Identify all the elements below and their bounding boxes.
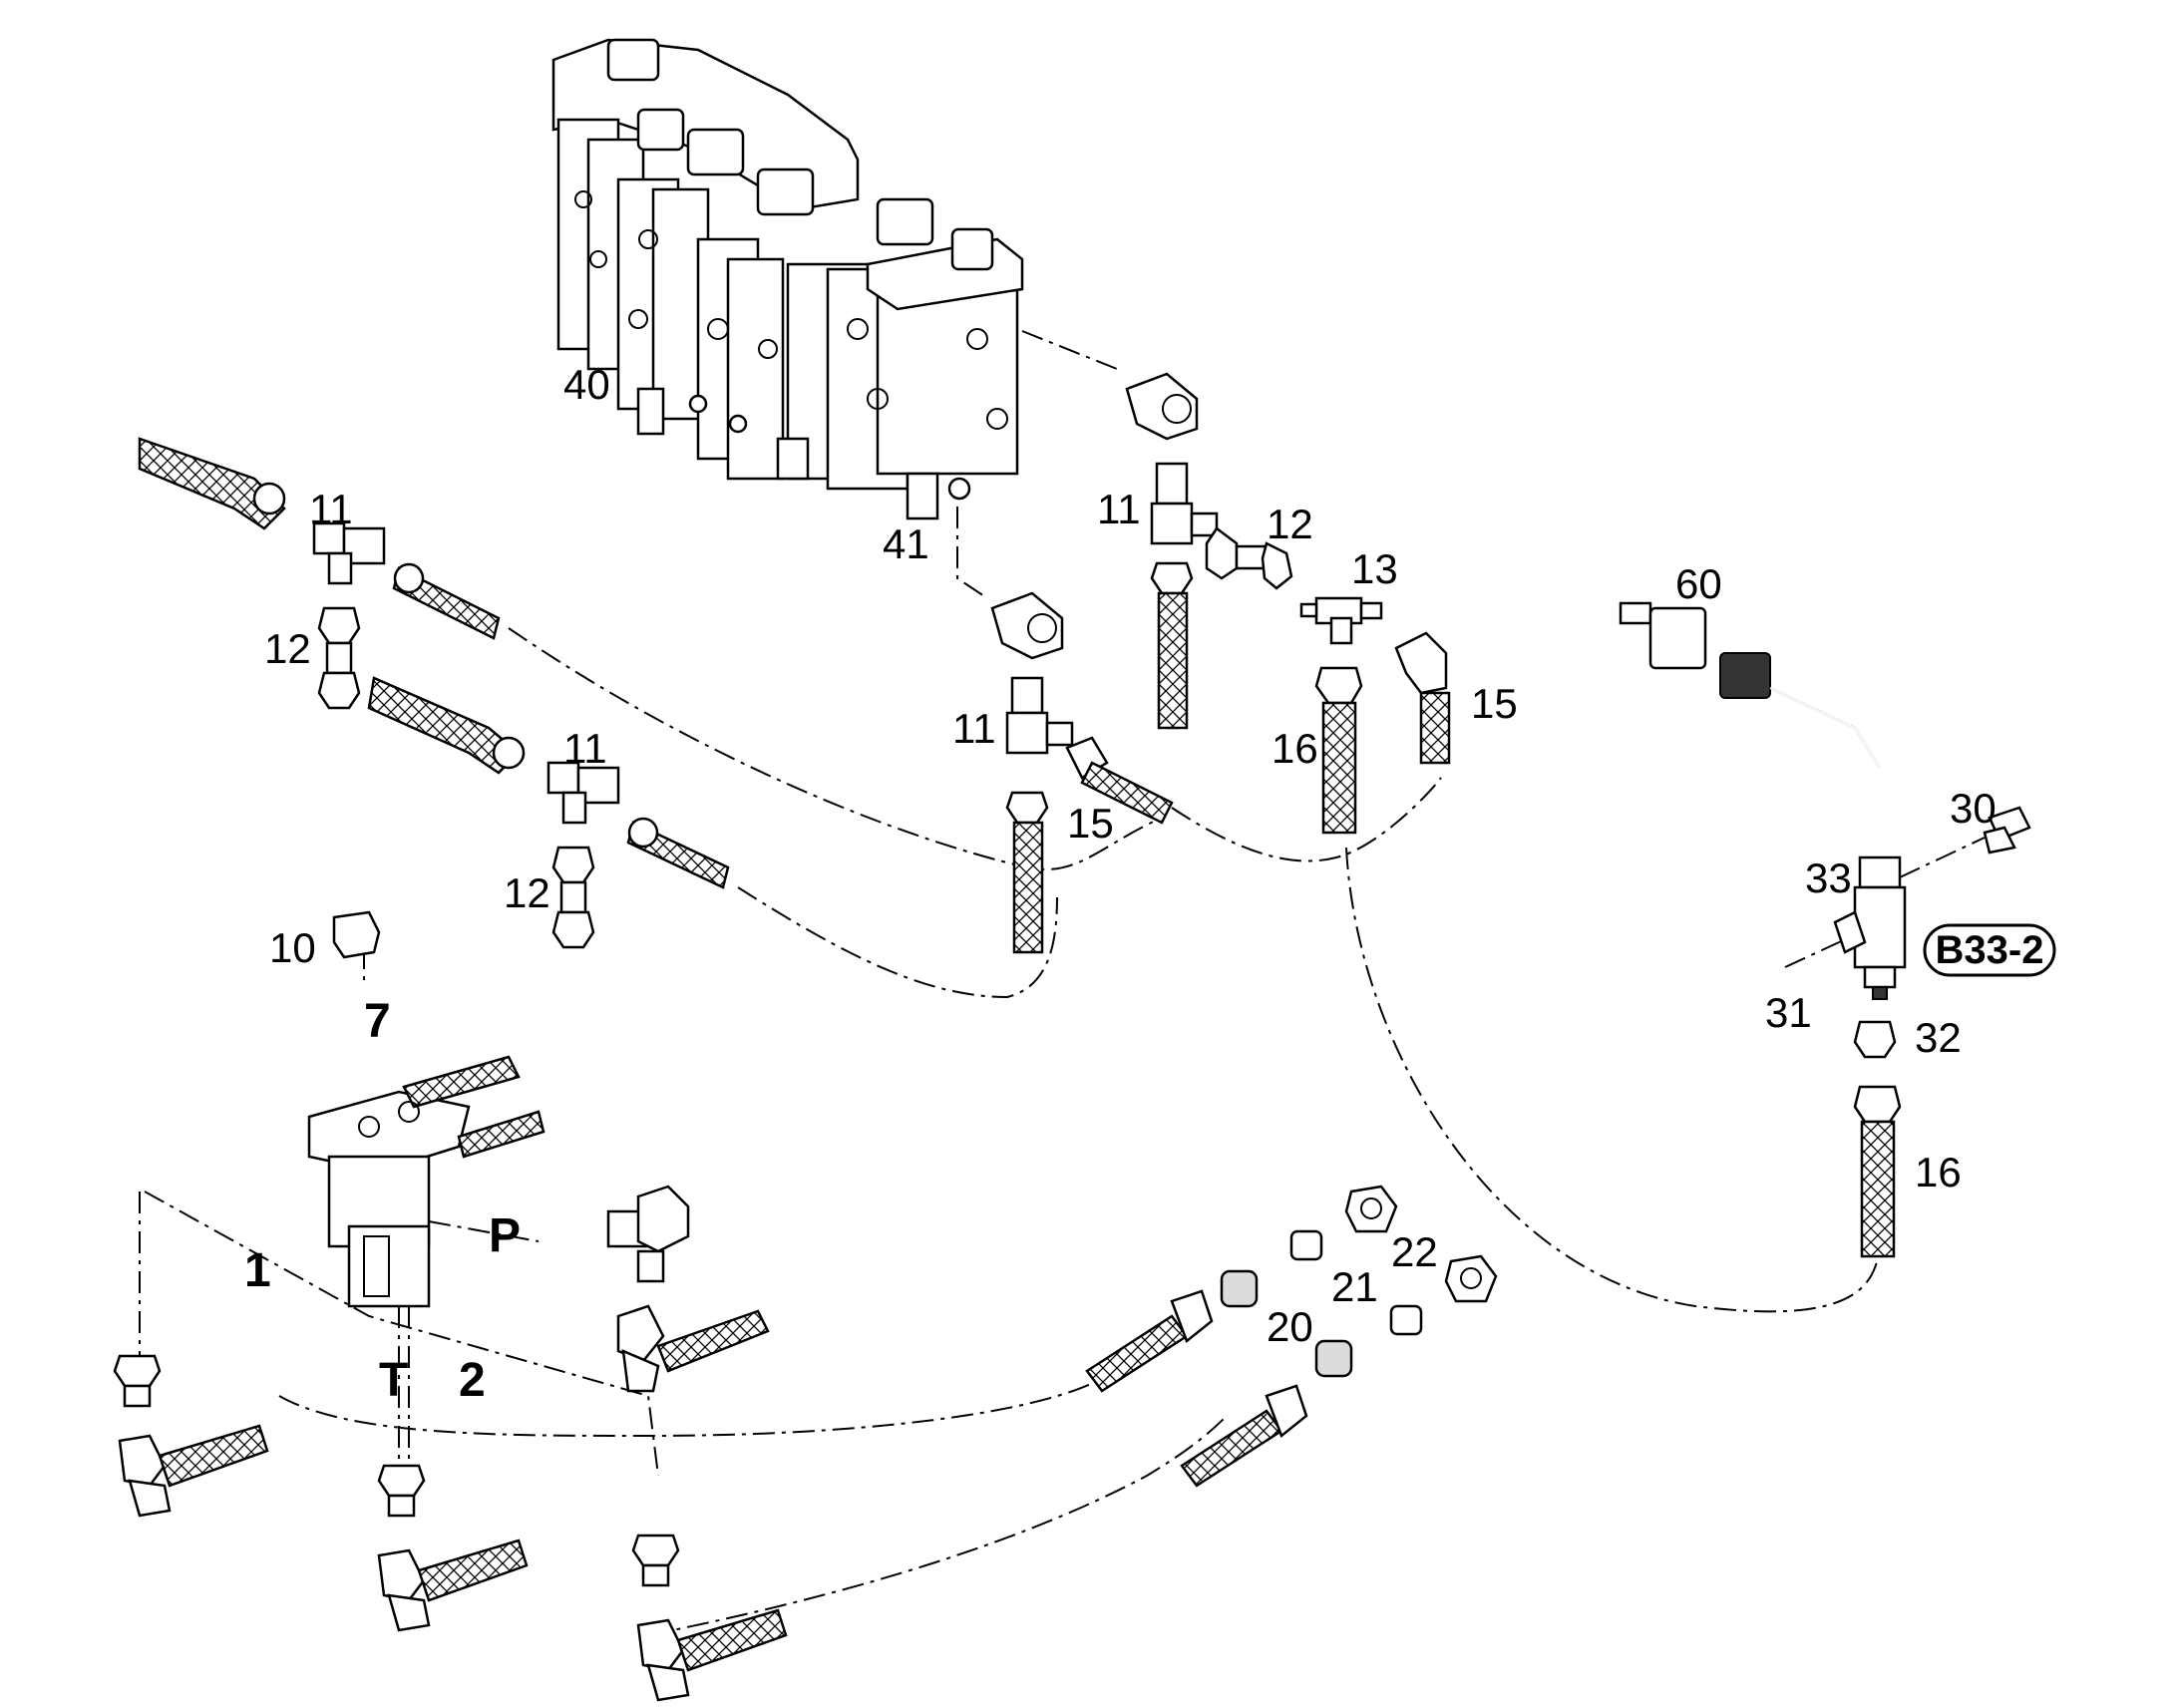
adapter-12-left-top <box>317 606 361 710</box>
label-10: 10 <box>269 924 316 971</box>
cap-21-upper <box>1289 1229 1323 1261</box>
hose-lower-right-1 <box>1085 1289 1214 1393</box>
fitting-bottom-t <box>377 1464 426 1518</box>
label-1: 1 <box>244 1244 271 1297</box>
control-valve-block <box>551 38 1024 520</box>
hose-bottom-left <box>118 1424 269 1518</box>
hose-center-vertical-2 <box>1150 561 1194 730</box>
label-12-left-middle: 12 <box>504 869 550 916</box>
hose-left-upper <box>138 437 501 640</box>
hose-lower-right-2 <box>1180 1384 1308 1488</box>
nut-22-upper <box>1344 1185 1398 1233</box>
connector-plug-60 <box>1619 601 1881 867</box>
nipple-20-upper <box>1220 1269 1259 1308</box>
label-15-diagonal: 15 <box>1067 800 1114 847</box>
elbow-fitting-top <box>1125 372 1199 441</box>
label-60: 60 <box>1675 560 1722 607</box>
hose-16-right <box>1853 1085 1902 1258</box>
label-7: 7 <box>364 995 391 1048</box>
label-41: 41 <box>883 520 929 567</box>
tee-fitting-11-upper-right <box>1150 462 1219 545</box>
label-11-left-middle: 11 <box>563 725 607 772</box>
tee-fitting-11-left-top <box>312 521 386 585</box>
elbow-fitting-mid <box>990 591 1064 660</box>
fitting-bottom-left <box>113 1354 162 1408</box>
hose-16-vertical <box>1314 666 1363 835</box>
nipple-20-lower <box>1314 1339 1353 1378</box>
part-labels: 40 41 11 12 11 12 11 12 13 11 15 16 15 6… <box>244 361 1997 1407</box>
tee-fitting-11-middle <box>1005 676 1074 755</box>
tee-fitting-p <box>606 1185 690 1283</box>
hose-bottom-2 <box>636 1608 788 1702</box>
plug-10 <box>332 910 381 959</box>
callout-text: B33-2 <box>1936 928 2044 972</box>
fitting-bottom-2 <box>631 1534 680 1587</box>
tee-fitting-11-left-middle <box>546 761 620 825</box>
adapter-12-right <box>1205 526 1293 590</box>
label-40: 40 <box>563 361 610 408</box>
label-15-elbow: 15 <box>1471 680 1518 727</box>
label-31: 31 <box>1765 989 1812 1036</box>
label-11-upper-right: 11 <box>1097 486 1141 532</box>
label-16-right: 16 <box>1915 1149 1962 1196</box>
hose-15-elbow <box>1394 631 1451 765</box>
pedal-valve-7 <box>307 1055 545 1308</box>
nut-22-lower <box>1444 1254 1498 1303</box>
label-11-left-top: 11 <box>309 486 353 532</box>
label-32: 32 <box>1915 1014 1962 1061</box>
label-20: 20 <box>1267 1303 1313 1350</box>
label-t: T <box>379 1354 408 1407</box>
cap-21-lower <box>1389 1304 1423 1336</box>
hose-15-diagonal <box>1065 736 1174 825</box>
callout-b33-2: B33-2 <box>1923 923 2056 977</box>
label-21: 21 <box>1331 1263 1378 1310</box>
hose-bottom-t <box>377 1538 529 1632</box>
label-12-right: 12 <box>1267 501 1313 547</box>
hose-center-vertical-1 <box>1005 791 1049 954</box>
label-22: 22 <box>1391 1228 1438 1275</box>
label-2: 2 <box>459 1354 486 1407</box>
hose-left-lower <box>367 676 730 889</box>
label-13: 13 <box>1351 545 1398 592</box>
tee-13 <box>1299 596 1383 645</box>
label-16-center: 16 <box>1272 725 1318 772</box>
screw-30 <box>1983 806 2031 854</box>
label-12-left-top: 12 <box>264 625 311 672</box>
label-30: 30 <box>1950 785 1997 832</box>
label-33: 33 <box>1805 854 1852 901</box>
adapter-12-left-middle <box>551 846 595 949</box>
hose-p-elbow <box>616 1304 770 1393</box>
label-11-middle: 11 <box>952 705 996 752</box>
adapter-32 <box>1853 1020 1897 1059</box>
connection-lines <box>139 330 1986 1636</box>
label-p: P <box>489 1209 521 1262</box>
pressure-sensor-33 <box>1833 855 1907 1000</box>
